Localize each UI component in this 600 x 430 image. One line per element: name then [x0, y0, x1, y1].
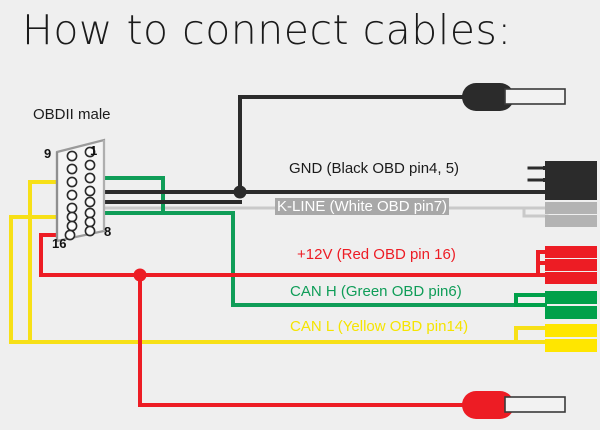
terminal-block-canl: [545, 324, 597, 352]
black-banana-plug: [462, 83, 566, 111]
pin-label-16: 16: [52, 236, 67, 251]
obdii-connector: [55, 138, 106, 243]
terminal-block-gnd: [545, 161, 597, 200]
v12-junction-node: [133, 268, 147, 282]
terminal-block-kline: [545, 202, 597, 227]
wire-label-canl: CAN L (Yellow OBD pin14): [290, 318, 469, 335]
wire-label-gnd: GND (Black OBD pin4, 5): [289, 160, 460, 177]
terminal-block-12v: [545, 246, 597, 284]
pin-label-1: 1: [90, 143, 98, 158]
terminal-block-canh: [545, 291, 597, 319]
wire-gnd: [82, 95, 550, 204]
gnd-junction-node: [233, 185, 247, 199]
wire-label-12v: +12V (Red OBD pin 16): [297, 246, 456, 263]
wire-canh: [82, 176, 547, 307]
connector-title: OBDII male: [33, 106, 111, 123]
page-title: How to connect cables:: [22, 6, 512, 54]
wire-label-canh: CAN H (Green OBD pin6): [290, 283, 462, 300]
pin-label-8: 8: [104, 224, 112, 239]
red-banana-plug: [462, 391, 566, 419]
wire-12v: [39, 233, 550, 407]
wire-label-kline: K-LINE (White OBD pin7): [275, 198, 450, 215]
pin-label-9: 9: [44, 146, 52, 161]
